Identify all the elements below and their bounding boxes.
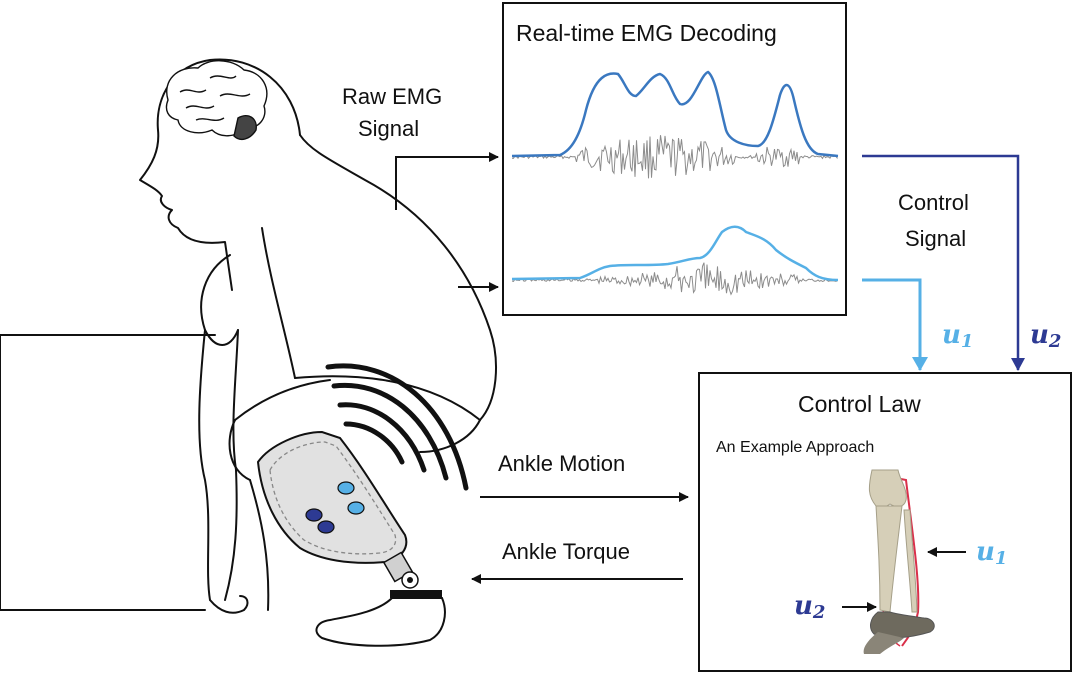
back-outline: [299, 134, 497, 421]
raw-emg-arrows: [395, 152, 499, 292]
prosthetic-leg-icon: [256, 430, 446, 647]
lower-leg-outline: [249, 479, 270, 611]
thigh-outline: [234, 375, 481, 421]
chair-outline: [0, 334, 216, 611]
forearm-outline: [198, 329, 239, 601]
control-signal-label-line2: Signal: [905, 226, 966, 251]
sensor-light-2: [347, 501, 365, 515]
control-law-title: Control Law: [798, 391, 921, 417]
head-outline: [139, 58, 301, 291]
chest-outline: [261, 227, 296, 379]
prosthetic-foot: [315, 597, 446, 647]
emg-channel-2: [511, 225, 839, 296]
seated-person-icon: [0, 58, 497, 614]
ankle-motion-label: Ankle Motion: [498, 451, 625, 476]
emg-channel-1: [511, 70, 839, 179]
example-approach-label: An Example Approach: [716, 439, 874, 456]
emg-envelope-1: [511, 70, 839, 158]
ankle-torque-label: Ankle Torque: [502, 539, 630, 564]
control-signal-label-line1: Control: [898, 190, 969, 215]
hand-outline: [209, 595, 249, 614]
arm-outline: [200, 254, 239, 346]
sensor-dark-1: [305, 508, 323, 522]
brain-icon: [165, 60, 268, 141]
u2-pointer-label: u2: [794, 591, 825, 623]
emg-decoding-title: Real-time EMG Decoding: [516, 20, 777, 46]
raw-emg-label-line1: Raw EMG: [342, 84, 442, 109]
socket-shell: [256, 430, 408, 564]
raw-emg-trace-1: [511, 135, 838, 179]
u1-pointer-label: u1: [976, 537, 1007, 569]
wireless-signal-icon: [325, 363, 469, 491]
u2-signal-arrow: [862, 154, 1025, 371]
u1-label: u1: [942, 320, 973, 352]
sensor-dark-2: [317, 520, 335, 534]
leg-bones-icon: [863, 469, 935, 654]
raw-emg-label-line2: Signal: [358, 116, 419, 141]
u2-label: u2: [1030, 320, 1061, 352]
knee-outline: [228, 419, 481, 481]
u1-signal-arrow: [862, 278, 928, 371]
emg-envelope-2: [511, 225, 839, 282]
sensor-light-1: [337, 481, 355, 495]
